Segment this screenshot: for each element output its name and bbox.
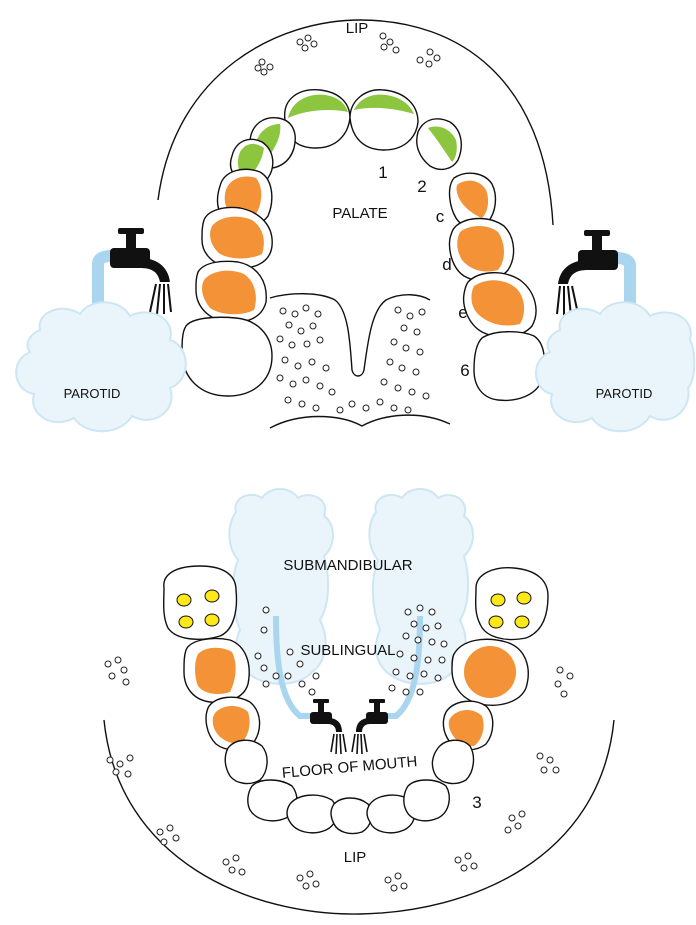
upper-jaw: PAROTID PAROTID LIP PALATE 1 2 c d e 6 — [16, 20, 694, 431]
tooth-label-d: d — [442, 255, 451, 274]
parotid-right-label: PAROTID — [596, 386, 653, 401]
sublingual-label: SUBLINGUAL — [300, 642, 395, 659]
right-parotid-gland-cloud-icon: PAROTID — [536, 302, 694, 431]
upper-incisor-teeth — [230, 90, 461, 186]
lower-anterior-teeth — [225, 740, 473, 833]
lower-lip-label: LIP — [344, 849, 367, 866]
tooth-label-6: 6 — [460, 361, 469, 380]
right-sublingual-tap-icon — [352, 699, 388, 754]
submandibular-label: SUBMANDIBULAR — [283, 557, 412, 574]
palate-ridge — [270, 294, 430, 376]
tooth-label-c: c — [436, 207, 445, 226]
floor-of-mouth-label: FLOOR OF MOUTH — [281, 753, 418, 782]
left-sublingual-tap-icon — [310, 699, 346, 754]
upper-left-posterior-teeth — [182, 169, 272, 396]
parotid-left-label: PAROTID — [64, 386, 121, 401]
left-parotid-gland-cloud-icon: PAROTID — [16, 302, 186, 431]
palate-label: PALATE — [332, 205, 387, 222]
lower-jaw: SUBMANDIBULAR SUBLINGUAL FLOOR OF MOUTH … — [104, 489, 614, 914]
tooth-label-e: e — [458, 303, 467, 322]
palate-dots — [277, 305, 429, 413]
upper-lip-dots — [255, 33, 440, 75]
tooth-label-2: 2 — [417, 177, 426, 196]
tooth-label-1: 1 — [378, 163, 387, 182]
upper-lip-label: LIP — [346, 20, 369, 37]
palate-base — [270, 415, 450, 428]
tooth-label-3: 3 — [472, 793, 481, 812]
